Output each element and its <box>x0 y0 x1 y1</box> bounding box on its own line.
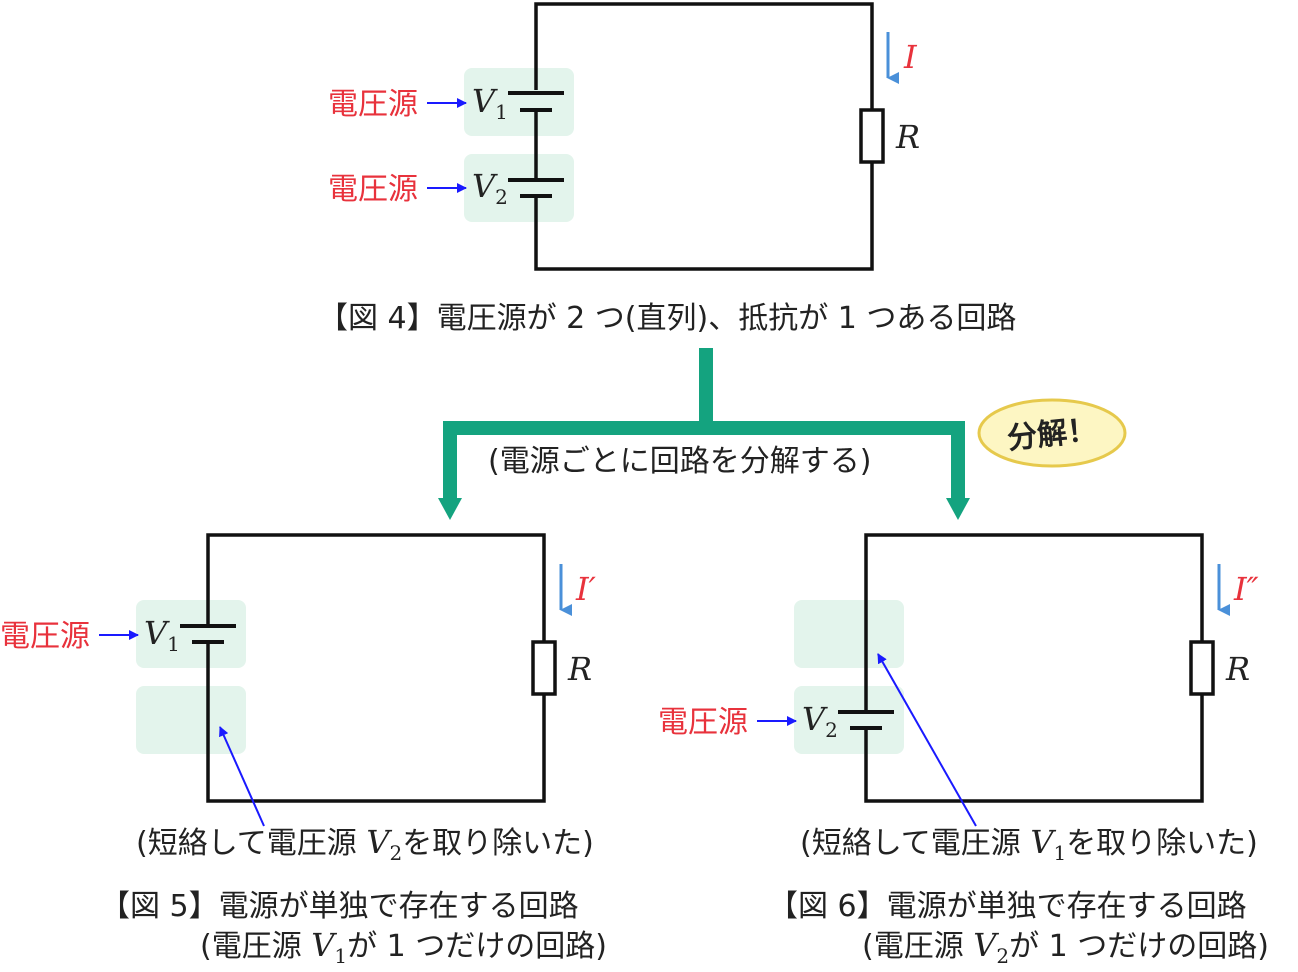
short-pointer-arrow <box>219 726 265 827</box>
shorted-v2-highlight <box>136 686 246 754</box>
short-note: (短絡して電圧源 V2を取り除いた) <box>136 823 594 865</box>
short-pointer-arrow <box>877 653 977 827</box>
resistor <box>859 108 885 164</box>
source2-label: 電圧源 <box>328 172 418 207</box>
resistor-label: R <box>895 118 920 156</box>
bottom-wire <box>206 642 546 803</box>
figure-6-caption-line2: (電圧源 V2が 1 つだけの回路) <box>862 926 1269 968</box>
figure-6-circuit: I″ R 電圧源 V2 (短絡して電圧源 V1を取り除いた) 【図 6】電源が単… <box>658 533 1269 968</box>
source1-label: 電圧源 <box>328 87 418 122</box>
figure-4-circuit: I R 電圧源 V1 電圧源 V2 【図 4】電圧源が 2 つ(直列)、抵抗が … <box>318 2 1016 336</box>
source-label: 電圧源 <box>658 705 748 740</box>
figure-6-caption-line1: 【図 6】電源が単独で存在する回路 <box>768 889 1247 924</box>
v2-label: V2 <box>472 167 508 209</box>
current-label: I″ <box>1233 570 1259 608</box>
v1-highlight <box>136 600 246 668</box>
split-note: (電源ごとに回路を分解する) <box>488 444 871 479</box>
figure-5-circuit: I′ R 電圧源 V1 (短絡して電圧源 V2を取り除いた) 【図 5】電源が単… <box>0 533 607 968</box>
top-wire <box>864 533 1204 712</box>
shorted-v1-highlight <box>794 600 904 668</box>
split-arrows: (電源ごとに回路を分解する) 分解！ <box>438 348 1127 520</box>
resistor-label: R <box>1225 650 1250 688</box>
decompose-badge <box>977 398 1127 468</box>
top-wire <box>534 2 874 110</box>
split-left-arrowhead <box>438 498 462 520</box>
resistor-label: R <box>567 650 592 688</box>
v1-highlight <box>464 68 574 136</box>
v1-label: V1 <box>144 614 180 656</box>
source-label: 電圧源 <box>0 619 90 654</box>
current-label: I′ <box>575 570 597 608</box>
v1-label: V1 <box>472 82 508 124</box>
top-wire <box>206 533 546 642</box>
v2-label: V2 <box>802 700 838 742</box>
short-note: (短絡して電圧源 V1を取り除いた) <box>800 823 1258 865</box>
bottom-wire <box>534 162 874 271</box>
figure-5-caption-line1: 【図 5】電源が単独で存在する回路 <box>100 889 579 924</box>
resistor <box>531 640 557 696</box>
figure-5-caption-line2: (電圧源 V1が 1 つだけの回路) <box>200 926 607 968</box>
figure-4-caption: 【図 4】電圧源が 2 つ(直列)、抵抗が 1 つある回路 <box>318 301 1016 336</box>
split-right-arrowhead <box>946 498 970 520</box>
v2-highlight <box>464 154 574 222</box>
resistor <box>1189 640 1215 696</box>
bottom-wire <box>864 694 1204 803</box>
current-label: I <box>903 38 918 76</box>
v2-highlight <box>794 686 904 754</box>
